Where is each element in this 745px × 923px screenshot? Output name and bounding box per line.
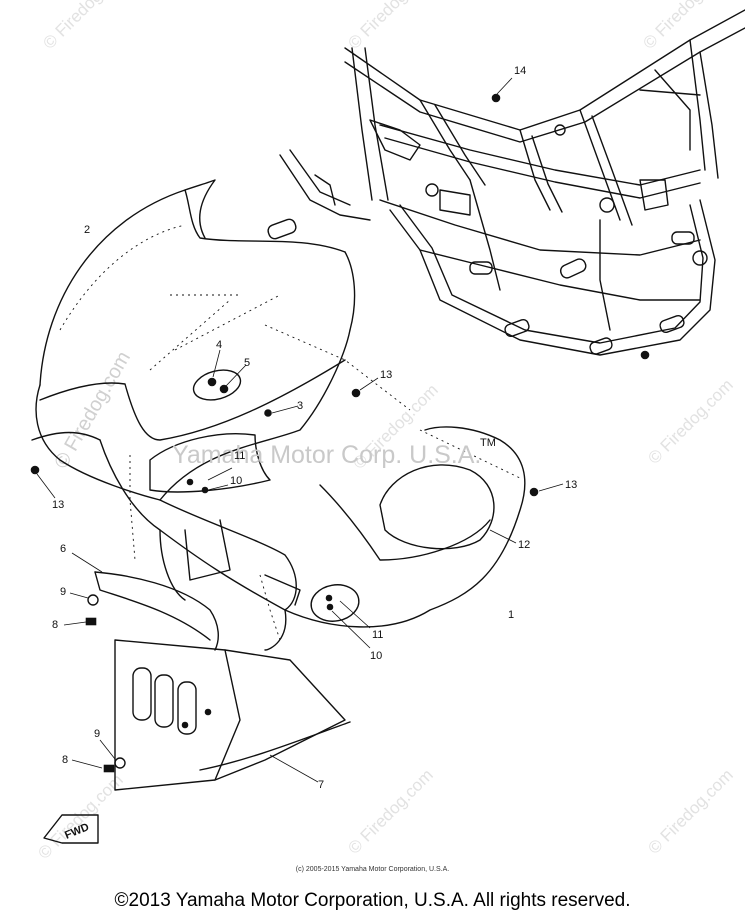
small-copyright: (c) 2005-2015 Yamaha Motor Corporation, … — [295, 866, 450, 873]
callout-13: 13 — [52, 499, 64, 511]
callout-8: 8 — [52, 619, 58, 631]
callout-13: 13 — [565, 479, 577, 491]
watermark-tile: © Firedog.com — [344, 0, 436, 53]
fairing-assembly — [30, 179, 564, 651]
callout-6: 6 — [60, 543, 66, 555]
callout-9: 9 — [94, 728, 100, 740]
callout-5: 5 — [244, 357, 250, 369]
copyright-footer: ©2013 Yamaha Motor Corporation, U.S.A. A… — [114, 890, 631, 911]
callout-13: 13 — [380, 369, 392, 381]
watermark-diagonal: © Firedog.com — [50, 348, 135, 473]
callout-11: 11 — [372, 629, 383, 641]
callout-2: 2 — [84, 224, 90, 236]
callout-labels: 1 2 3 4 5 6 7 8 8 9 9 10 10 11 11 12 13 … — [52, 65, 577, 791]
callout-10: 10 — [230, 475, 242, 487]
watermark-tile: © Firedog.com — [644, 375, 736, 467]
callout-7: 7 — [318, 779, 324, 791]
watermark-layer: © Firedog.com © Firedog.com © Firedog.co… — [34, 0, 736, 863]
watermark-tile: © Firedog.com — [344, 765, 436, 857]
watermark-tile: © Firedog.com — [644, 765, 736, 857]
callout-14: 14 — [514, 65, 526, 77]
watermark-tile: © Firedog.com — [34, 770, 126, 862]
lower-cover-assembly — [63, 552, 351, 791]
callout-11: 11 — [234, 450, 245, 462]
callout-10: 10 — [370, 650, 382, 662]
watermark-tile: © Firedog.com — [639, 0, 731, 53]
watermark-tile: © Firedog.com — [39, 0, 131, 53]
callout-3: 3 — [297, 400, 303, 412]
overlay-text: Yamaha Motor Corp. U.S.A. — [172, 441, 481, 469]
callout-8: 8 — [62, 754, 68, 766]
frame-assembly — [267, 9, 745, 360]
callout-12: 12 — [518, 539, 530, 551]
bolt-14 — [491, 77, 513, 103]
overlay-tm: TM — [480, 437, 496, 449]
callout-1: 1 — [508, 609, 514, 621]
callout-9: 9 — [60, 586, 66, 598]
callout-4: 4 — [216, 339, 222, 351]
